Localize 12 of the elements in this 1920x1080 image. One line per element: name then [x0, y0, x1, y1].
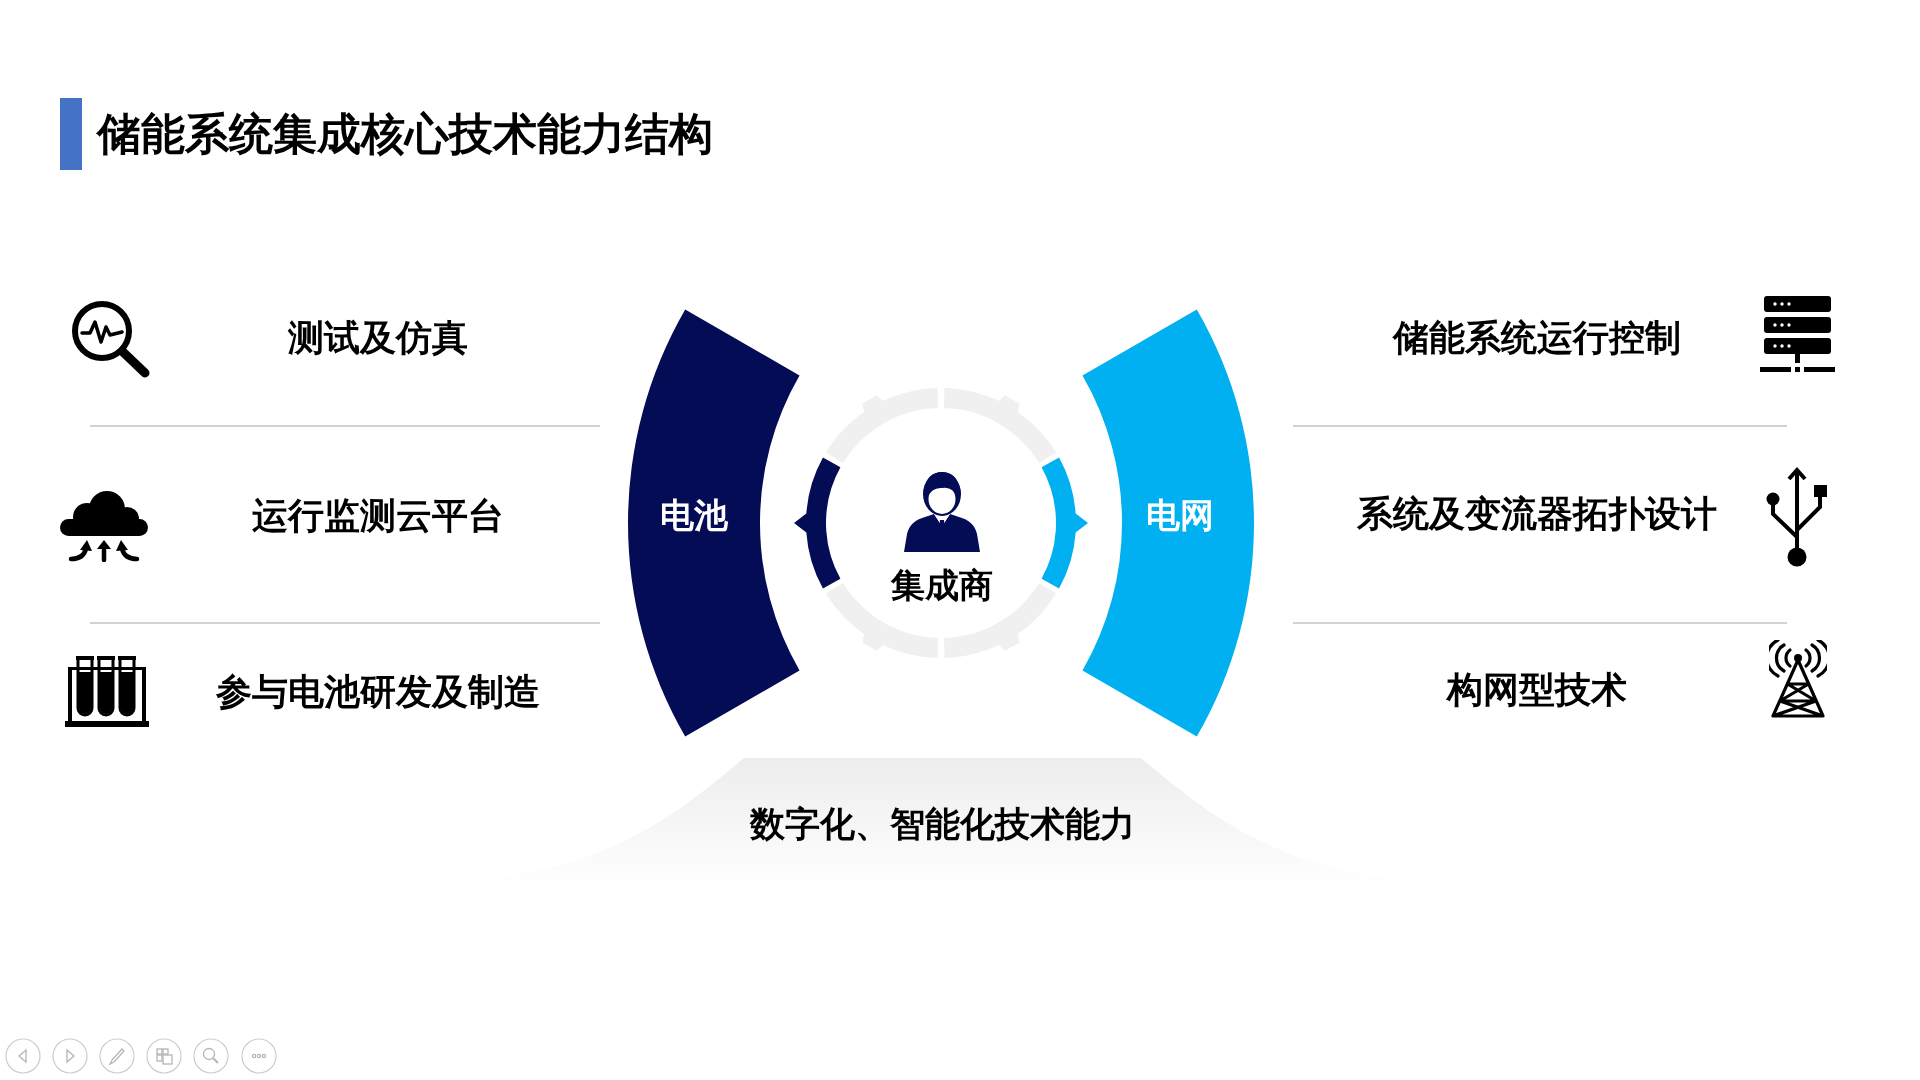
arc-band: 电网 [1082, 309, 1254, 737]
item-text: 储能系统运行控制 [1393, 317, 1681, 359]
title: 储能系统集成核心技术能力结构 [97, 108, 713, 160]
item-text: 测试及仿真 [288, 317, 468, 359]
item-text: 参与电池研发及制造 [216, 671, 540, 713]
item-text: 系统及变流器拓扑设计 [1357, 493, 1717, 535]
arc-band: 电池 [628, 309, 800, 737]
item-text: 构网型技术 [1447, 669, 1627, 711]
item-text: 运行监测云平台 [252, 495, 504, 537]
arrow [794, 457, 841, 589]
node-label: 集成商 [891, 566, 993, 606]
arrow [1041, 457, 1088, 589]
